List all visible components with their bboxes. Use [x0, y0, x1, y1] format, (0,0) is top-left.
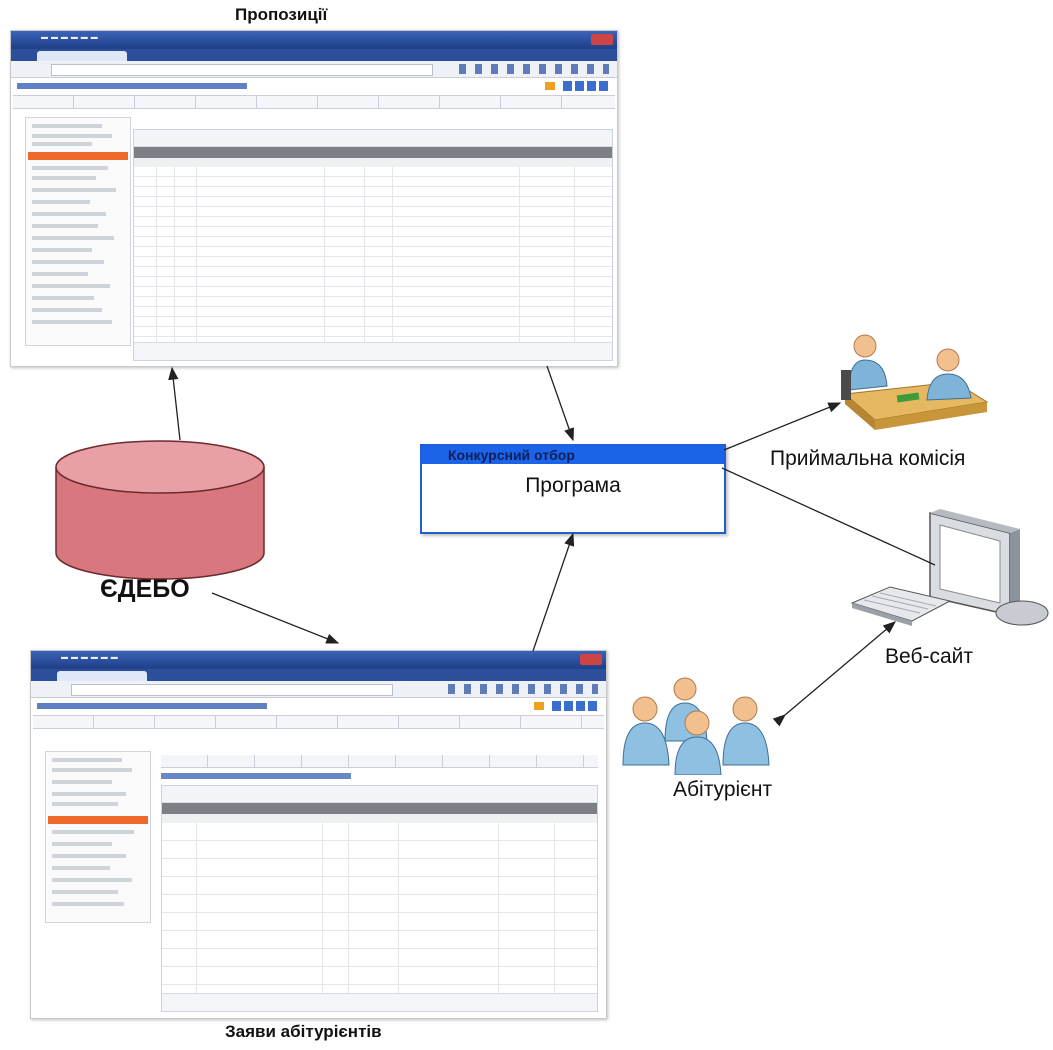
database-cylinder	[55, 440, 265, 580]
arrow-proposals-to-program	[546, 365, 575, 442]
applicant-group-icon	[622, 677, 770, 775]
arrow-applicant-website	[772, 621, 896, 727]
arrow-applications-to-program	[532, 532, 575, 652]
data-grid	[133, 129, 613, 361]
side-panel	[25, 117, 131, 346]
browser-url-bar	[11, 61, 617, 78]
line-program-to-website	[721, 467, 936, 566]
proposals-screenshot: ▬ ▬ ▬ ▬ ▬ ▬	[10, 30, 618, 367]
applications-screenshot: ▬ ▬ ▬ ▬ ▬ ▬	[30, 650, 607, 1019]
window-titlebar: ▬ ▬ ▬ ▬ ▬ ▬	[31, 651, 606, 669]
database-label: ЄДЕБО	[100, 575, 190, 603]
browser-tab-bar	[11, 49, 617, 61]
period-link	[161, 773, 351, 779]
admission-committee-icon	[841, 334, 989, 430]
browser-tab-bar	[31, 669, 606, 681]
arrow-database-to-proposals	[168, 366, 181, 441]
program-box-title: Програма	[525, 474, 621, 497]
arrow-program-to-committee	[723, 402, 842, 451]
proposals-label: Пропозиції	[235, 5, 328, 24]
program-box-header-text: Конкурсний отбор	[448, 447, 575, 463]
program-box-header: Конкурсний отбор	[422, 446, 724, 464]
applications-label: Заяви абітурієнтів	[225, 1022, 382, 1041]
browser-url-bar	[31, 681, 606, 698]
app-header	[11, 81, 617, 93]
side-panel	[45, 751, 151, 923]
website-label: Веб-сайт	[885, 645, 973, 668]
app-header	[31, 701, 606, 713]
admission-committee-label: Приймальна комісія	[770, 447, 966, 470]
window-titlebar: ▬ ▬ ▬ ▬ ▬ ▬	[11, 31, 617, 49]
sub-tabs	[161, 755, 598, 768]
arrow-database-to-applications	[211, 592, 340, 644]
website-computer-icon	[850, 509, 1049, 626]
app-nav-tabs	[33, 715, 604, 729]
applicant-label: Абітурієнт	[673, 778, 773, 801]
data-grid	[161, 785, 598, 1012]
app-nav-tabs	[13, 95, 615, 109]
program-box: Конкурсний отбор Програма	[420, 444, 726, 534]
